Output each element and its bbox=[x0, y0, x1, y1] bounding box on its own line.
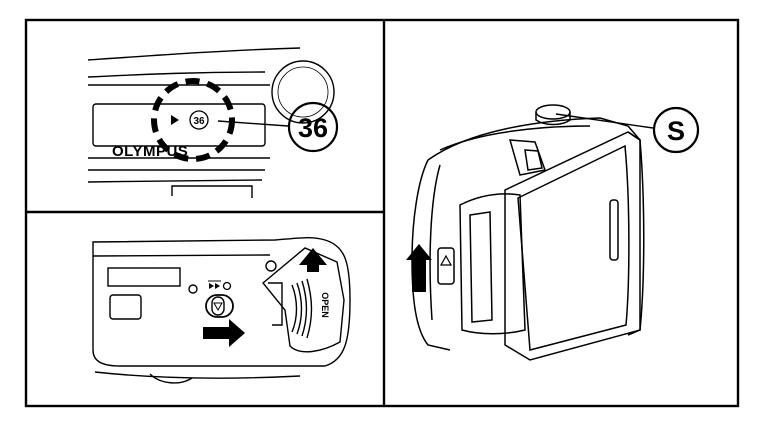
camera-body-line-3 bbox=[88, 180, 262, 182]
plate-small-hole bbox=[189, 285, 197, 293]
plate-label-rect bbox=[108, 268, 180, 286]
camera-body-left-inner bbox=[430, 165, 440, 320]
door-open-arrow-icon bbox=[299, 248, 327, 272]
panel-right bbox=[412, 105, 698, 360]
camera-lower-edge bbox=[95, 372, 300, 378]
film-cassette-slot bbox=[470, 212, 492, 322]
slide-direction-arrow-icon bbox=[203, 319, 245, 347]
rewind-slide-knob bbox=[212, 297, 224, 315]
plate-inner-line bbox=[93, 255, 270, 256]
back-door-edge bbox=[628, 132, 640, 335]
door-latch-slot bbox=[610, 200, 618, 260]
door-rib-1 bbox=[292, 285, 297, 332]
brand-logo: OLYMPUS bbox=[112, 143, 188, 160]
frame-pointer-triangle-icon bbox=[171, 115, 179, 125]
shutter-callout-letter: S bbox=[667, 116, 685, 146]
dial-inner-circle bbox=[278, 67, 328, 117]
door-open-label: OPEN bbox=[320, 292, 330, 318]
plate-screw bbox=[266, 261, 276, 271]
shutter-button bbox=[536, 105, 570, 119]
camera-top-edge bbox=[88, 48, 300, 60]
camera-body-top-inner bbox=[440, 126, 590, 150]
plate-square-rect bbox=[110, 295, 141, 319]
counter-callout-leader bbox=[218, 121, 288, 126]
door-rib-2 bbox=[297, 283, 302, 334]
release-triangle-icon bbox=[441, 256, 451, 265]
camera-upper-ridge bbox=[88, 72, 265, 77]
counter-window-plate bbox=[93, 104, 265, 146]
slide-up-arrow-icon bbox=[406, 244, 432, 292]
rewind-symbol-icon bbox=[208, 281, 231, 290]
panel-frame bbox=[26, 20, 738, 406]
counter-small-number: 36 bbox=[193, 116, 205, 127]
rewind-slide-button bbox=[206, 295, 233, 317]
door-rib-4 bbox=[307, 279, 312, 338]
counter-callout-number: 36 bbox=[298, 113, 328, 143]
door-rib-3 bbox=[302, 281, 307, 336]
back-release-switch bbox=[438, 248, 454, 284]
camera-lower-ridge bbox=[172, 186, 252, 198]
slide-knob-triangle bbox=[214, 303, 222, 310]
